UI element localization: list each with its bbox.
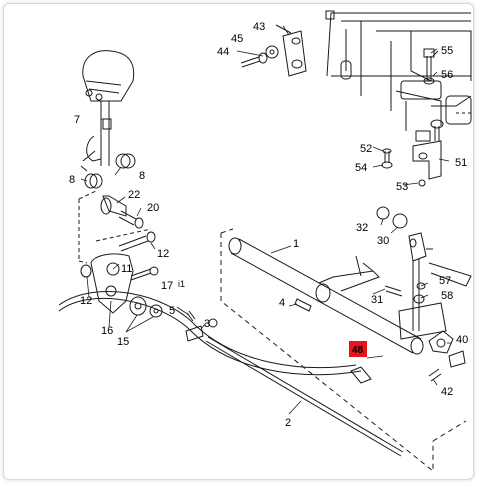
callout-55: 55 (441, 45, 453, 57)
bracket-51-assembly (381, 119, 444, 187)
callout-40: 40 (456, 334, 468, 346)
callout-12-lower: 12 (80, 295, 92, 307)
callout-8-left: 8 (69, 174, 75, 186)
callout-48-highlight (349, 341, 367, 357)
screw-55-56 (423, 48, 439, 85)
small-pin-5 (186, 310, 196, 322)
callout-53: 53 (396, 181, 408, 193)
callout-32: 32 (356, 222, 368, 234)
dashed-outline-left (78, 190, 152, 264)
right-bracket-assembly (376, 206, 472, 340)
exploded-parts-diagram: 43 45 44 55 56 7 52 51 54 8 8 53 22 20 3… (58, 10, 472, 473)
washers-15 (129, 296, 163, 318)
callout-labels: 43 45 44 55 56 7 52 51 54 8 8 53 22 20 3… (69, 21, 468, 429)
bracket-43 (275, 24, 307, 77)
callout-15: 15 (117, 336, 129, 348)
callout-7: 7 (74, 114, 80, 126)
callout-3: 3 (204, 318, 210, 330)
cable-2 (58, 291, 404, 457)
callout-56: 56 (441, 69, 453, 81)
diagram-frame: 43 45 44 55 56 7 52 51 54 8 8 53 22 20 3… (3, 3, 474, 480)
callout-48: 48 (352, 345, 364, 356)
pivot-shaft-22-20 (100, 195, 144, 229)
callout-57: 57 (439, 275, 451, 287)
callout-45: 45 (231, 33, 243, 45)
lever-11-16 (80, 253, 159, 314)
callout-44: 44 (217, 46, 229, 58)
callout-1: 1 (293, 238, 299, 250)
callout-4: 4 (279, 297, 285, 309)
callout-22: 22 (128, 189, 140, 201)
callout-52: 52 (360, 143, 372, 155)
callout-17: 17 (161, 280, 173, 292)
callout-54: 54 (355, 162, 367, 174)
pin-12 (118, 231, 156, 252)
callout-30: 30 (377, 235, 389, 247)
callout-2: 2 (285, 417, 291, 429)
callout-42: 42 (441, 386, 453, 398)
bolt-44-washer-45 (240, 45, 279, 68)
callout-16: 16 (101, 325, 113, 337)
callout-11: 11 (121, 263, 132, 275)
control-knob-7 (80, 50, 135, 172)
callout-20: 20 (147, 202, 159, 214)
main-shaft-1 (228, 237, 424, 355)
callout-12-upper: 12 (157, 248, 169, 260)
bushing-8 (84, 153, 136, 189)
leader-lines (80, 25, 451, 415)
callout-5: 5 (169, 305, 175, 317)
callout-i1: i1 (178, 279, 185, 289)
callout-51: 51 (455, 157, 467, 169)
machine-frame (325, 10, 472, 142)
bolt-31 (384, 285, 403, 297)
callout-31: 31 (371, 294, 383, 306)
pin-4 (294, 298, 312, 312)
callout-8-right: 8 (139, 170, 145, 182)
dashed-outline-shaft (220, 228, 467, 473)
connector-3 (185, 318, 218, 342)
callout-58: 58 (441, 290, 453, 302)
callout-43: 43 (253, 21, 265, 33)
clip-40-42 (428, 330, 466, 382)
highlighted-callout-48[interactable]: 48 (349, 341, 367, 357)
